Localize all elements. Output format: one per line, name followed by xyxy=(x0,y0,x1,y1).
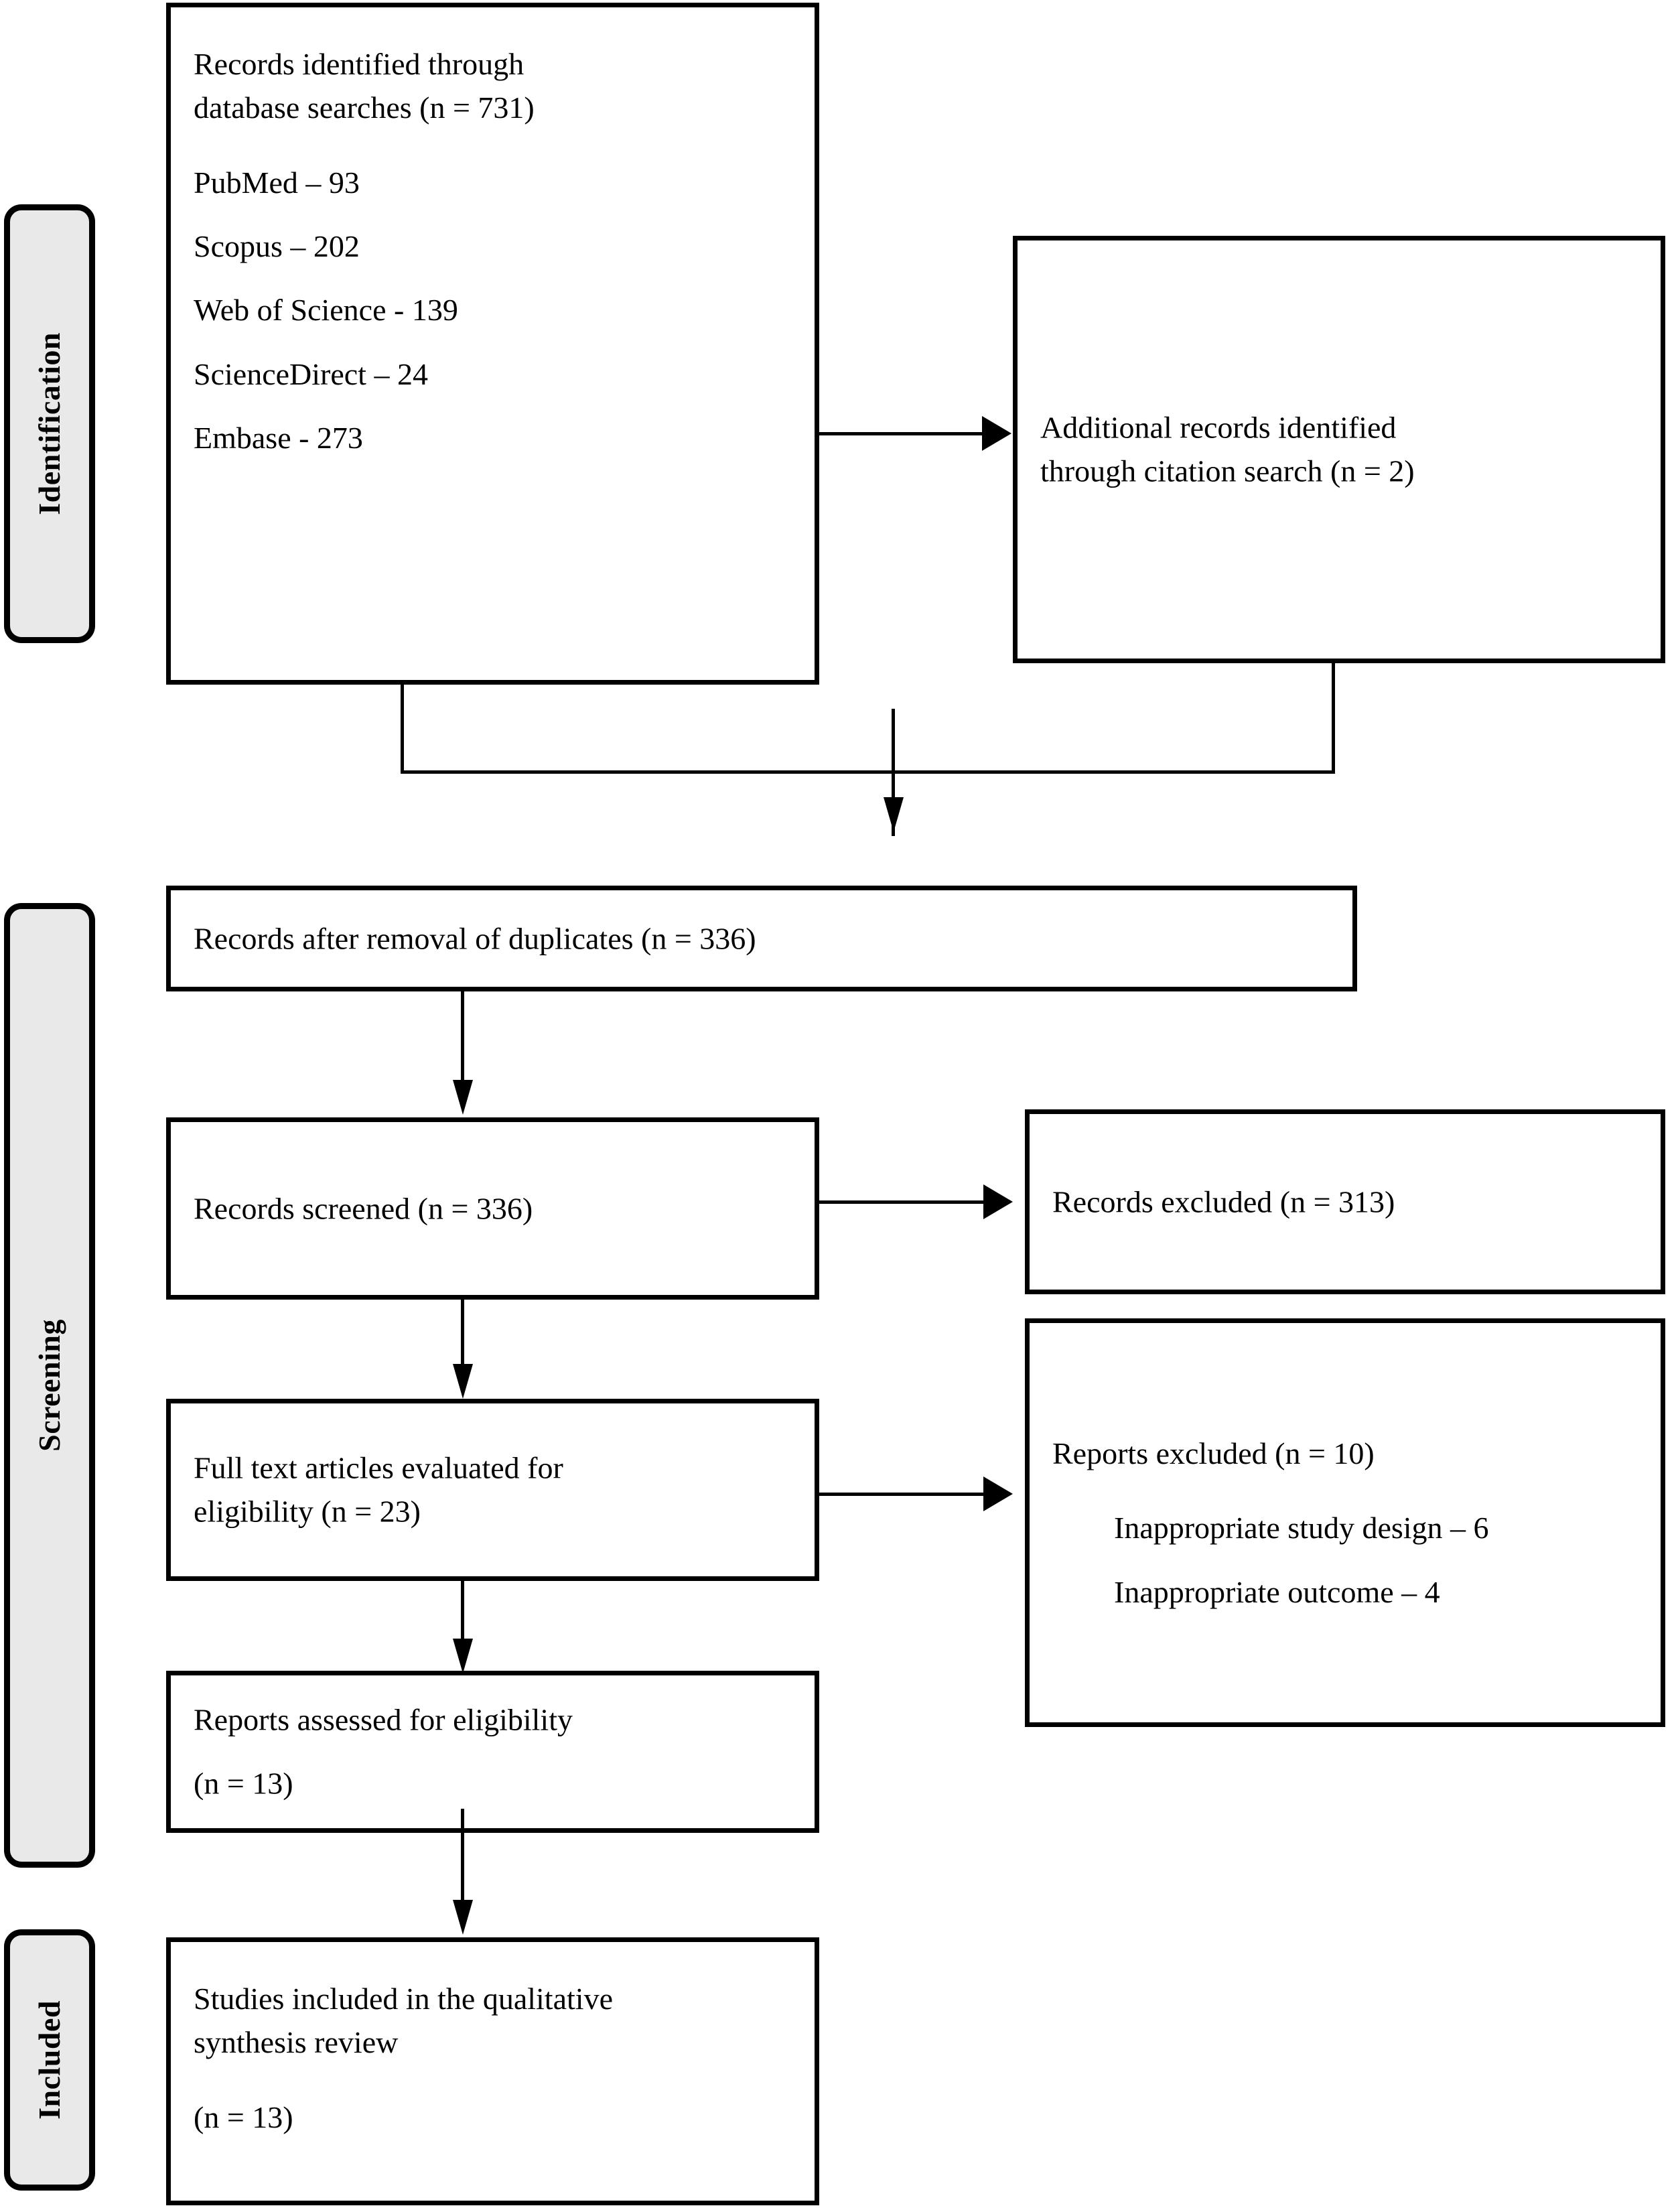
connector-fulltext-to-reports-excluded xyxy=(819,1493,985,1496)
connector-identified-to-additional xyxy=(819,432,984,435)
box-reports-excluded: Reports excluded (n = 10) Inappropriate … xyxy=(1025,1318,1665,1727)
records-identified-source-web-of-science: Web of Science - 139 xyxy=(194,293,458,328)
additional-records-line-1: Additional records identified xyxy=(1040,410,1397,445)
records-identified-source-embase: Embase - 273 xyxy=(194,420,363,455)
connector-fulltext-to-assessed xyxy=(461,1581,464,1647)
reports-excluded-line-1: Reports excluded (n = 10) xyxy=(1052,1436,1375,1471)
records-identified-source-pubmed: PubMed – 93 xyxy=(194,165,360,200)
arrow-fulltext-to-reports-excluded xyxy=(983,1476,1013,1511)
stage-label-identification: Identification xyxy=(4,204,95,643)
box-reports-assessed: Reports assessed for eligibility (n = 13… xyxy=(166,1671,819,1833)
connector-additional-drop xyxy=(1332,661,1335,773)
box-additional-records: Additional records identified through ci… xyxy=(1013,236,1665,663)
studies-included-line-2: synthesis review xyxy=(194,2025,399,2060)
connector-merge-to-duplicates xyxy=(892,709,895,836)
connector-merge-bus xyxy=(401,770,1335,774)
stage-label-included: Included xyxy=(4,1929,95,2191)
connector-identified-drop xyxy=(401,682,404,773)
arrow-duplicates-to-screened xyxy=(453,1080,473,1115)
stage-label-screening: Screening xyxy=(4,903,95,1868)
records-identified-source-sciencedirect: ScienceDirect – 24 xyxy=(194,356,428,391)
box-studies-included: Studies included in the qualitative synt… xyxy=(166,1937,819,2205)
records-screened-line-1: Records screened (n = 336) xyxy=(194,1191,533,1226)
studies-included-line-3: (n = 13) xyxy=(194,2099,293,2134)
additional-records-line-2: through citation search (n = 2) xyxy=(1040,454,1415,488)
full-text-evaluated-line-1: Full text articles evaluated for xyxy=(194,1450,563,1485)
records-identified-title-line-1: Records identified through xyxy=(194,47,524,81)
box-after-duplicates: Records after removal of duplicates (n =… xyxy=(166,886,1357,991)
full-text-evaluated-line-2: eligibility (n = 23) xyxy=(194,1495,421,1529)
box-records-excluded: Records excluded (n = 313) xyxy=(1025,1109,1665,1294)
box-records-screened: Records screened (n = 336) xyxy=(166,1117,819,1300)
box-records-identified: Records identified through database sear… xyxy=(166,3,819,685)
reports-excluded-reason-outcome: Inappropriate outcome – 4 xyxy=(1114,1574,1440,1609)
arrow-fulltext-to-assessed xyxy=(453,1639,473,1673)
arrow-screened-to-fulltext xyxy=(453,1364,473,1399)
records-identified-title-line-2: database searches (n = 731) xyxy=(194,90,535,125)
stage-label-identification-text: Identification xyxy=(32,332,66,515)
records-excluded-line-1: Records excluded (n = 313) xyxy=(1052,1184,1395,1219)
arrow-merge-to-duplicates xyxy=(884,797,904,832)
studies-included-line-1: Studies included in the qualitative xyxy=(194,1982,613,2016)
records-identified-source-scopus: Scopus – 202 xyxy=(194,228,360,263)
box-full-text-evaluated: Full text articles evaluated for eligibi… xyxy=(166,1399,819,1581)
stage-label-included-text: Included xyxy=(32,2000,66,2120)
reports-assessed-line-2: (n = 13) xyxy=(194,1767,293,1801)
arrow-screened-to-excluded xyxy=(983,1184,1013,1219)
connector-assessed-to-included xyxy=(461,1809,464,1908)
connector-screened-to-excluded xyxy=(819,1200,985,1204)
arrow-assessed-to-included xyxy=(453,1900,473,1935)
stage-label-screening-text: Screening xyxy=(32,1319,66,1452)
reports-excluded-reason-study-design: Inappropriate study design – 6 xyxy=(1114,1511,1489,1545)
arrow-identified-to-additional xyxy=(982,416,1011,451)
connector-screened-to-fulltext xyxy=(461,1300,464,1372)
reports-assessed-line-1: Reports assessed for eligibility xyxy=(194,1702,573,1737)
after-duplicates-line-1: Records after removal of duplicates (n =… xyxy=(194,921,756,956)
connector-duplicates-to-screened xyxy=(461,991,464,1087)
